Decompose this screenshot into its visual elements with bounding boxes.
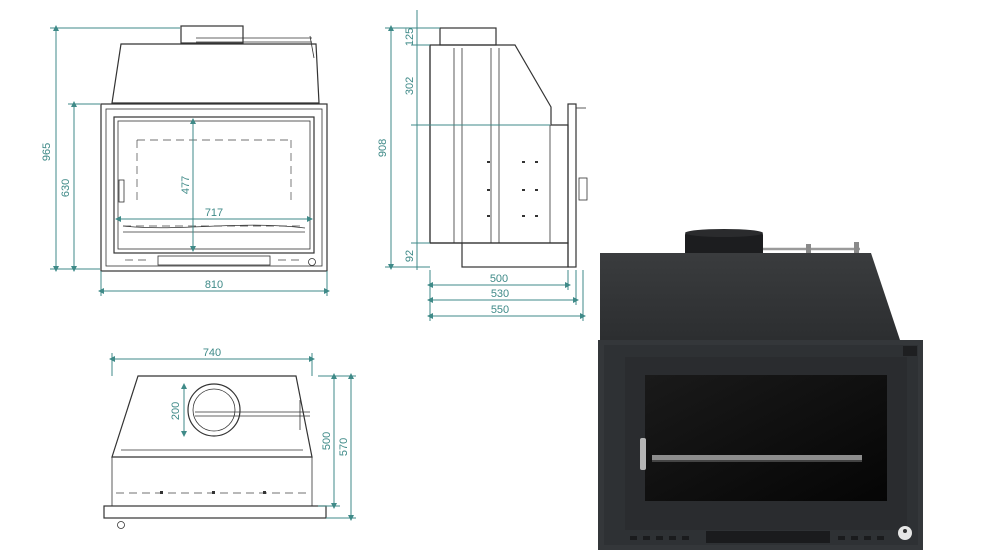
side-depth-body-label: 500	[490, 273, 508, 285]
side-hood-height-label: 302	[404, 77, 416, 95]
side-total-height-label: 908	[377, 139, 389, 157]
front-view-dimensions: 965 630 810 477 717	[41, 25, 330, 296]
fireplace-product-photo	[598, 229, 923, 550]
side-depth-mid-label: 530	[491, 288, 509, 300]
side-depth-total-label: 550	[491, 304, 509, 316]
front-view-drawing	[100, 25, 328, 272]
side-view-drawing	[429, 27, 588, 268]
side-base-height-label: 92	[404, 250, 416, 262]
front-opening-height-label: 477	[180, 176, 192, 194]
front-width-total-label: 810	[205, 279, 223, 291]
side-top-collar-label: 125	[404, 28, 416, 46]
top-view-dimensions: 740 200 500 570	[109, 347, 356, 521]
side-view-dimensions: 908 125 302 92 500 530 550	[377, 10, 586, 321]
top-width-label: 740	[203, 347, 221, 359]
front-height-body-label: 630	[60, 179, 72, 197]
front-height-total-label: 965	[41, 143, 53, 161]
top-depth-inner-label: 500	[321, 432, 333, 450]
top-depth-total-label: 570	[338, 438, 350, 456]
top-view-drawing	[103, 375, 327, 529]
top-flue-diameter-label: 200	[170, 402, 182, 420]
front-opening-width-label: 717	[205, 207, 223, 219]
